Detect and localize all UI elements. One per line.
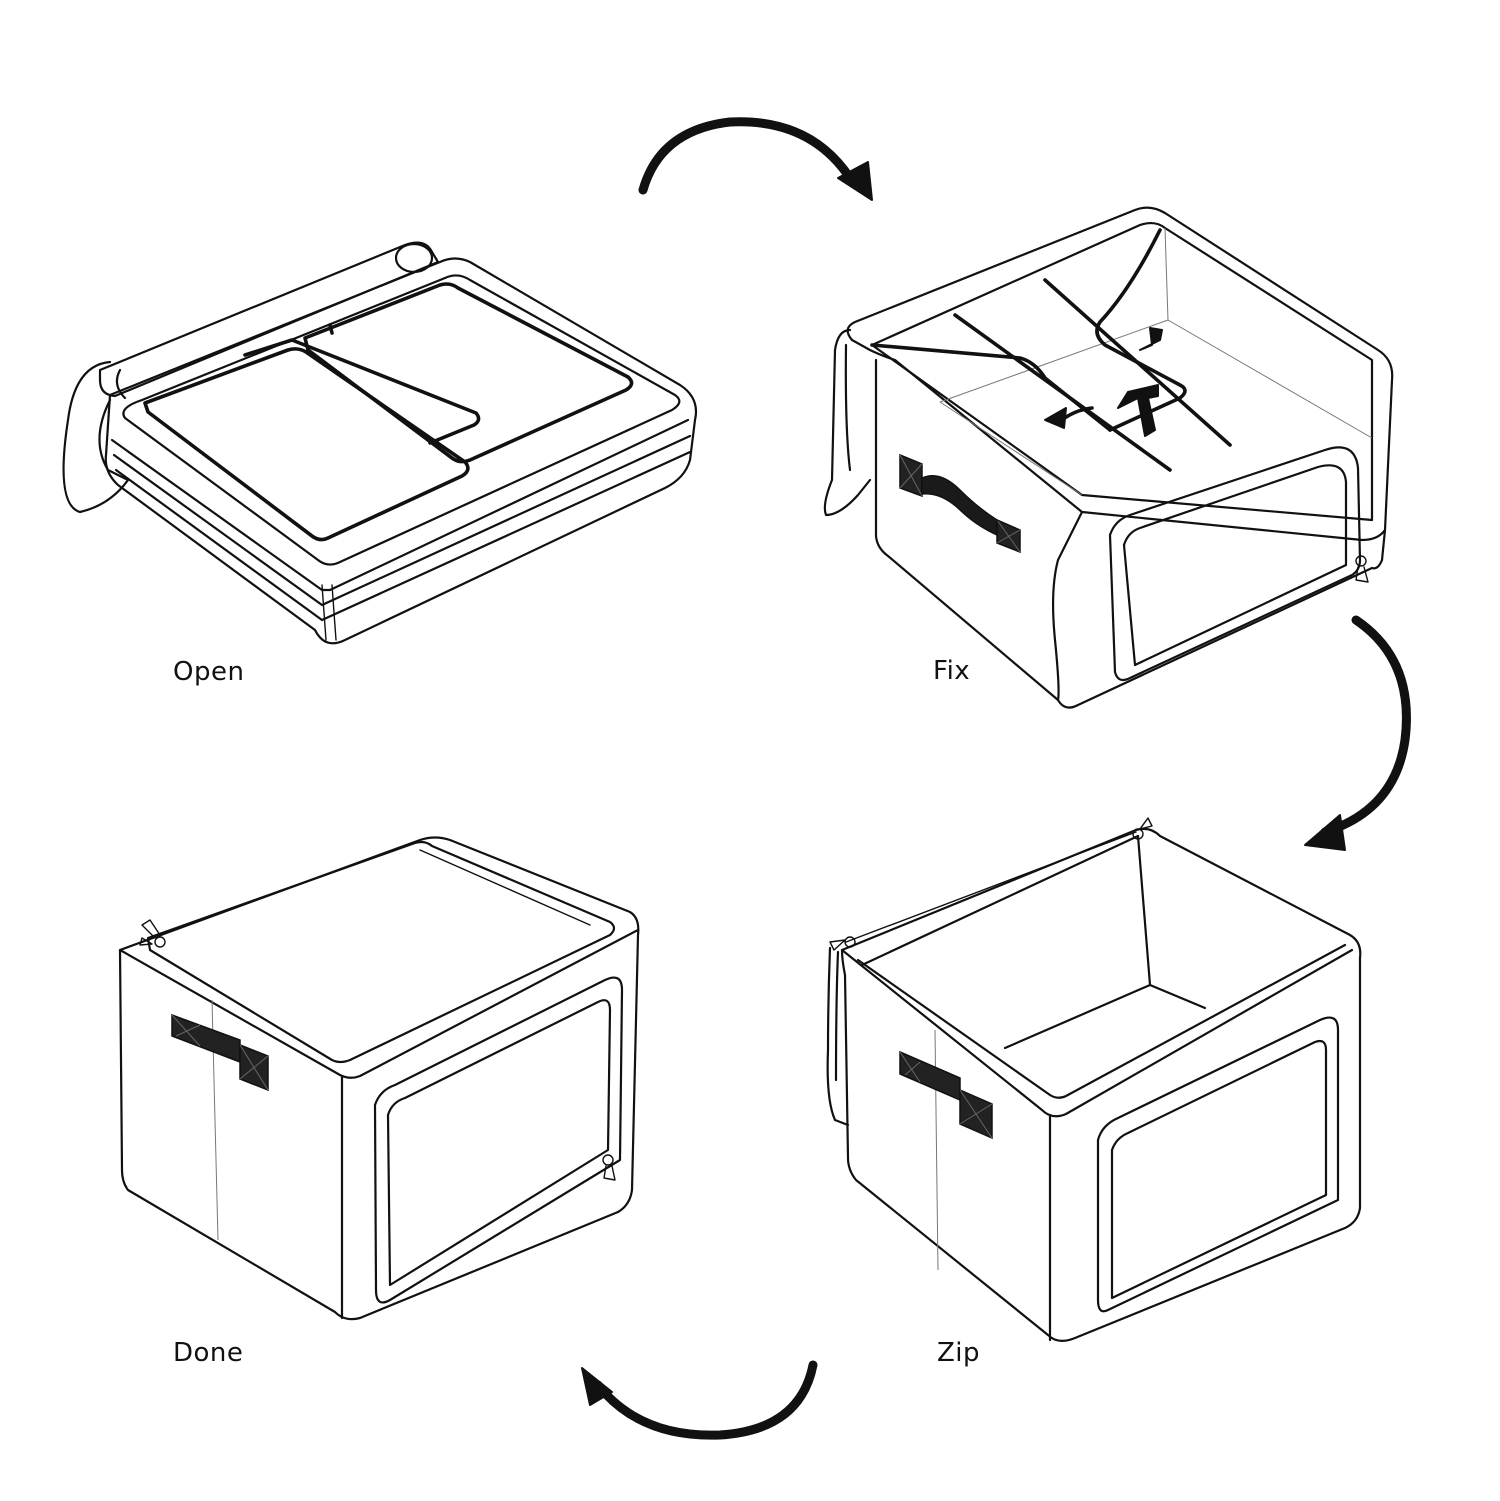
step-label-fix: Fix	[933, 656, 971, 686]
box-done-illustration	[118, 836, 640, 1321]
arrow-open-to-fix	[638, 117, 873, 201]
step-label-zip: Zip	[937, 1338, 981, 1368]
step-label-open: Open	[173, 657, 245, 687]
box-open-illustration	[62, 241, 698, 645]
curved-arrow-icon	[593, 1360, 818, 1440]
box-fix-illustration	[823, 206, 1394, 709]
arrow-zip-to-done	[581, 1360, 818, 1440]
box-zip-illustration	[826, 817, 1362, 1342]
curved-arrow-icon	[1320, 615, 1411, 837]
arrow-fix-to-zip	[1304, 615, 1411, 851]
curved-arrow-icon	[638, 117, 855, 195]
step-label-done: Done	[173, 1338, 244, 1368]
